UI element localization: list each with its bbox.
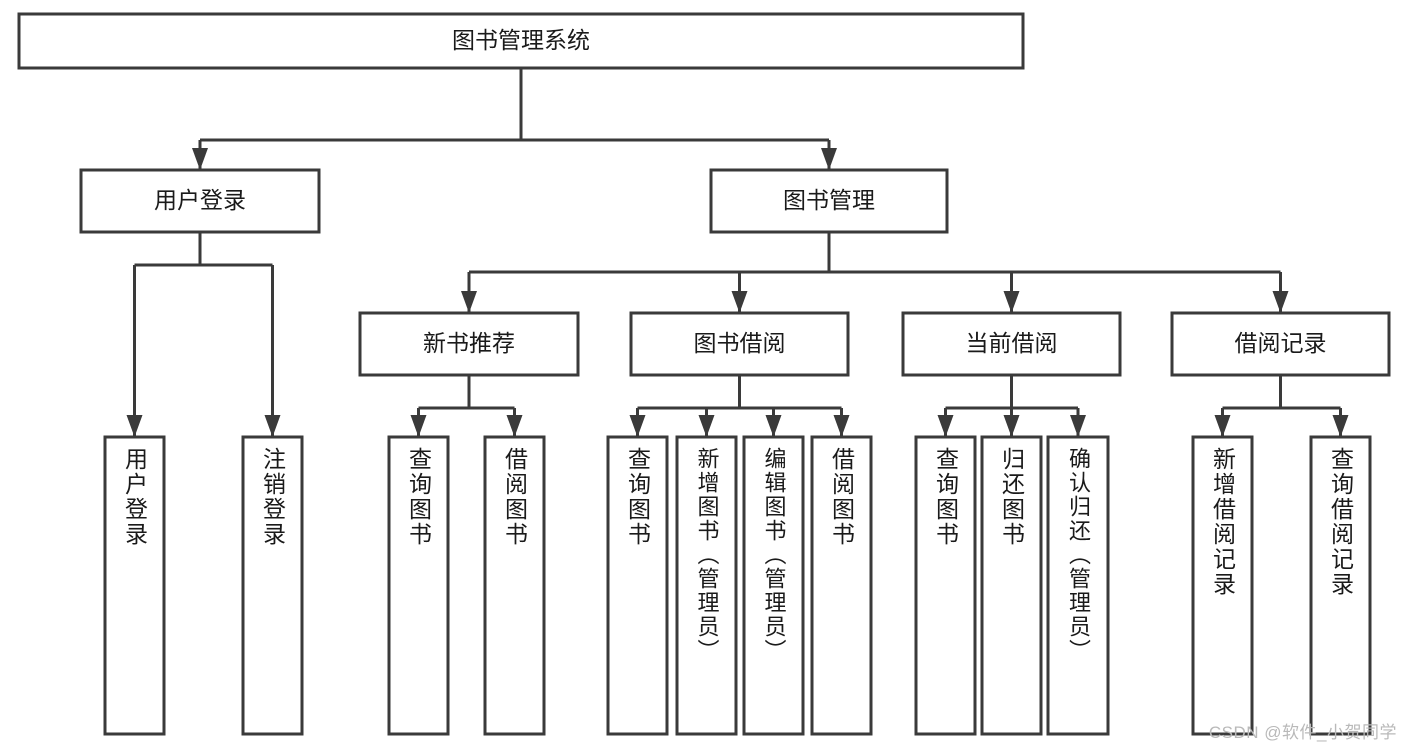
- connector-lines: [126, 68, 1349, 437]
- arrow-into-leaf-add-book: [698, 415, 715, 437]
- label-new-book-recommend: 新书推荐: [423, 330, 515, 356]
- node-boxes: [17, 12, 1391, 736]
- label-borrow-record: 借阅记录: [1235, 330, 1327, 356]
- node-leaf-borrow-book-2[interactable]: [810, 435, 873, 736]
- node-leaf-query-book-3[interactable]: [914, 435, 977, 736]
- label-current-borrow: 当前借阅: [966, 330, 1058, 356]
- arrow-into-leaf-borrow-book-2: [833, 415, 850, 437]
- arrow-into-leaf-query-record: [1332, 415, 1349, 437]
- node-borrow-record[interactable]: [1170, 311, 1391, 377]
- arrow-into-leaf-query-book-3: [937, 415, 954, 437]
- arrow-into-leaf-add-record: [1214, 415, 1231, 437]
- node-new-book-recommend[interactable]: [358, 311, 580, 377]
- label-root: 图书管理系统: [452, 27, 590, 53]
- arrow-into-leaf-logout: [264, 415, 281, 437]
- arrow-into-leaf-query-book-2: [629, 415, 646, 437]
- node-leaf-logout[interactable]: [241, 435, 304, 736]
- arrow-into-leaf-query-book-1: [410, 415, 427, 437]
- arrow-into-book-borrow: [731, 291, 748, 313]
- arrow-into-new-book-recommend: [461, 291, 477, 313]
- node-leaf-query-record[interactable]: [1309, 435, 1372, 736]
- node-leaf-user-login[interactable]: [103, 435, 166, 736]
- node-leaf-edit-book[interactable]: [742, 435, 805, 736]
- arrow-into-leaf-return-book: [1003, 415, 1020, 437]
- node-book-borrow[interactable]: [629, 311, 850, 377]
- node-current-borrow[interactable]: [901, 311, 1122, 377]
- node-leaf-query-book-2[interactable]: [606, 435, 669, 736]
- node-leaf-return-book[interactable]: [980, 435, 1043, 736]
- arrow-into-user-login: [192, 148, 208, 170]
- node-leaf-query-book-1[interactable]: [387, 435, 450, 736]
- arrow-into-current-borrow: [1003, 291, 1020, 313]
- label-user-login: 用户登录: [154, 187, 246, 213]
- arrow-into-book-manage: [821, 148, 837, 170]
- arrow-into-borrow-record: [1272, 291, 1289, 313]
- node-leaf-confirm-return[interactable]: [1046, 435, 1110, 736]
- label-book-manage: 图书管理: [783, 187, 875, 213]
- node-leaf-borrow-book-1[interactable]: [483, 435, 546, 736]
- arrow-into-leaf-user-login: [126, 415, 143, 437]
- node-leaf-add-record[interactable]: [1191, 435, 1254, 736]
- arrow-into-leaf-borrow-book-1: [506, 415, 523, 437]
- label-book-borrow: 图书借阅: [694, 330, 786, 356]
- node-book-manage[interactable]: [709, 168, 949, 234]
- csdn-watermark: CSDN @软件_小贺同学: [1208, 723, 1397, 742]
- arrow-into-leaf-confirm-return: [1070, 415, 1086, 437]
- arrow-into-leaf-edit-book: [765, 415, 782, 437]
- node-root[interactable]: [17, 12, 1025, 70]
- node-leaf-add-book[interactable]: [675, 435, 738, 736]
- node-user-login[interactable]: [79, 168, 321, 234]
